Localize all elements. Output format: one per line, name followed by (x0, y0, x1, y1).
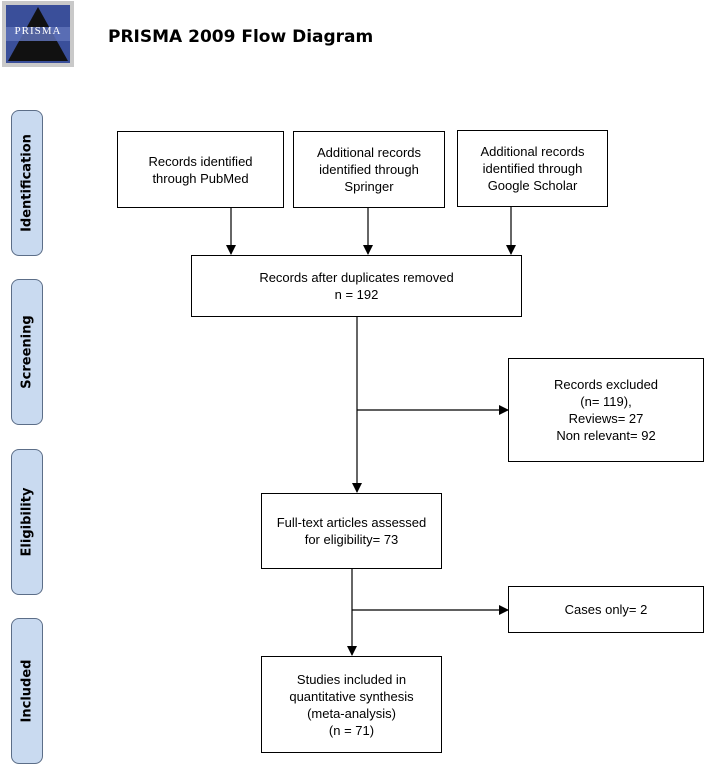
box-studies-included: Studies included in quantitative synthes… (261, 656, 442, 753)
logo-text: PRISMA (14, 25, 62, 37)
stage-identification: Identification (11, 110, 43, 256)
prisma-logo: PRISMA (2, 1, 74, 67)
stage-screening: Screening (11, 279, 43, 425)
box-duplicates-removed: Records after duplicates removed n = 192 (191, 255, 522, 317)
stage-included: Included (11, 618, 43, 764)
box-records-excluded: Records excluded (n= 119), Reviews= 27 N… (508, 358, 704, 462)
box-fulltext-assessed: Full-text articles assessed for eligibil… (261, 493, 442, 569)
box-records-springer: Additional records identified through Sp… (293, 131, 445, 208)
stage-eligibility: Eligibility (11, 449, 43, 595)
box-cases-only: Cases only= 2 (508, 586, 704, 633)
page-title: PRISMA 2009 Flow Diagram (108, 27, 374, 47)
box-records-pubmed: Records identified through PubMed (117, 131, 284, 208)
box-records-scholar: Additional records identified through Go… (457, 130, 608, 207)
